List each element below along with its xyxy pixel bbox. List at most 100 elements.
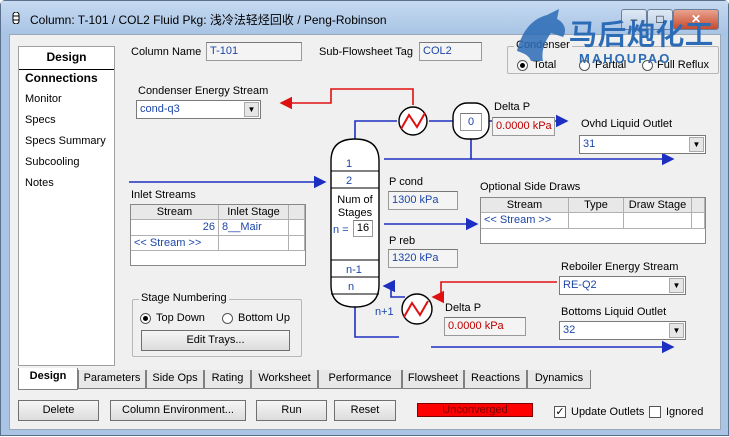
side-draws-placeholder[interactable]: << Stream >> [481,213,569,229]
inlet-stream-placeholder[interactable]: << Stream >> [131,236,219,251]
watermark-text-cn: 马后炮化工 [569,19,715,50]
tab-rating[interactable]: Rating [204,370,251,389]
p-cond-field[interactable]: 1300 kPa [388,191,458,210]
reboiler-delta-p-field[interactable]: 0.0000 kPa [444,317,526,336]
reboiler-energy-select[interactable]: RE-Q2 ▼ [559,276,686,295]
edit-trays-button[interactable]: Edit Trays... [141,330,290,351]
subflowsheet-field[interactable]: COL2 [419,42,482,61]
radio-total-label: Total [533,59,557,71]
nav-item-monitor[interactable]: Monitor [25,93,62,105]
update-outlets-checkbox[interactable]: ✓ [554,406,566,418]
inlet-placeholder-stage [219,236,289,251]
inlet-header-stream: Stream [131,205,219,220]
maximize-button[interactable]: □ [647,9,673,30]
condenser-energy-label: Condenser Energy Stream [138,85,269,97]
p-reb-field[interactable]: 1320 kPa [388,249,458,268]
p-cond-label: P cond [389,176,424,188]
side-draws-header-type: Type [569,198,624,213]
nav-item-notes[interactable]: Notes [25,177,54,189]
reboiler-energy-line [431,281,557,304]
stage-label-2: 2 [346,175,353,187]
bottoms-to-reboiler-line [354,304,399,338]
tab-performance[interactable]: Performance [318,370,402,389]
condenser-energy-select[interactable]: cond-q3 ▼ [136,100,261,119]
radio-partial-label: Partial [595,59,627,71]
chevron-down-icon[interactable]: ▼ [689,137,704,152]
inlet-streams-label: Inlet Streams [131,189,196,201]
condenser-delta-p-label: Delta P [494,101,531,113]
ovhd-liquid-select[interactable]: 31 ▼ [579,135,706,154]
stage-label-n-1: n-1 [346,264,362,276]
side-draws-header-stage: Draw Stage [624,198,692,213]
tab-side-ops[interactable]: Side Ops [146,370,204,389]
inlet-row-filler [289,220,305,236]
num-stages-label: Num of Stages [337,194,373,219]
stage-label-n: n [348,281,355,293]
stage-label-n-plus-1: n+1 [375,306,394,318]
n-equals-label: n = [333,224,349,236]
radio-bottom-up-label: Bottom Up [238,312,290,324]
tab-parameters[interactable]: Parameters [78,370,146,389]
radio-full-reflux[interactable] [642,60,653,71]
delete-button[interactable]: Delete [18,400,99,421]
nav-item-specs[interactable]: Specs [25,114,56,126]
nav-item-subcooling[interactable]: Subcooling [25,156,80,168]
column-environment-button[interactable]: Column Environment... [110,400,246,421]
watermark-logo: 马后炮化工 MAHOUPAO [511,5,729,75]
bottoms-liquid-select[interactable]: 32 ▼ [559,321,686,340]
radio-top-down-label: Top Down [156,312,205,324]
watermark-text-en: MAHOUPAO [579,51,672,66]
side-draws-grid: Stream Type Draw Stage << Stream >> [480,197,706,244]
column-app-icon [12,12,20,24]
radio-top-down[interactable] [140,313,151,324]
tab-worksheet[interactable]: Worksheet [251,370,318,389]
update-outlets-label: Update Outlets [571,406,645,418]
bottoms-liquid-label: Bottoms Liquid Outlet [561,306,667,318]
reboiler-delta-p-label: Delta P [445,302,482,314]
radio-bottom-up[interactable] [222,313,233,324]
chevron-down-icon[interactable]: ▼ [669,323,684,338]
tab-dynamics[interactable]: Dynamics [527,370,591,389]
tab-reactions[interactable]: Reactions [464,370,527,389]
num-stages-field[interactable]: 16 [353,220,373,237]
inlet-row-stream[interactable]: 26 [131,220,219,236]
inlet-header-stage: Inlet Stage [219,205,289,220]
reboiler-energy-label: Reboiler Energy Stream [561,261,679,273]
radio-total[interactable] [517,60,528,71]
ovhd-liquid-value: 31 [583,138,596,150]
condenser-energy-value: cond-q3 [140,103,180,115]
horse-logo-icon [517,9,565,61]
stage-numbering-label: Stage Numbering [139,292,229,304]
inlet-row-stage[interactable]: 8__Mair [219,220,289,236]
boilup-return-line [382,279,405,298]
radio-partial[interactable] [579,60,590,71]
condenser-delta-p-field[interactable]: 0.0000 kPa [492,117,555,136]
side-draws-header-stream: Stream [481,198,569,213]
minimize-button[interactable]: – [621,9,647,30]
close-button[interactable]: ✕ [673,9,719,30]
side-draws-row-stage [624,213,692,229]
ignored-checkbox[interactable] [649,406,661,418]
tab-flowsheet[interactable]: Flowsheet [402,370,464,389]
column-name-field[interactable]: T-101 [206,42,302,61]
run-button[interactable]: Run [256,400,327,421]
ignored-label: Ignored [666,406,704,418]
reset-button[interactable]: Reset [334,400,396,421]
inlet-placeholder-filler [289,236,305,251]
page-navigation: Design Connections Monitor Specs Specs S… [18,46,115,366]
chevron-down-icon[interactable]: ▼ [244,102,259,117]
chevron-down-icon[interactable]: ▼ [669,278,684,293]
side-draws-row-type [569,213,624,229]
subflowsheet-label: Sub-Flowsheet Tag [319,46,413,58]
reboiler-energy-value: RE-Q2 [563,279,597,291]
title-bar: Column: T-101 / COL2 Fluid Pkg: 浅冷法轻烃回收 … [1,1,728,35]
side-draws-label: Optional Side Draws [480,181,581,193]
nav-item-connections[interactable]: Connections [25,71,98,85]
nav-title: Design [19,48,114,70]
radio-full-reflux-label: Full Reflux [657,59,709,71]
stage-numbering-group: Stage Numbering [132,292,302,357]
side-draws-row-filler [692,213,705,229]
nav-item-specs-summary[interactable]: Specs Summary [25,135,106,147]
tab-design[interactable]: Design [18,368,78,390]
